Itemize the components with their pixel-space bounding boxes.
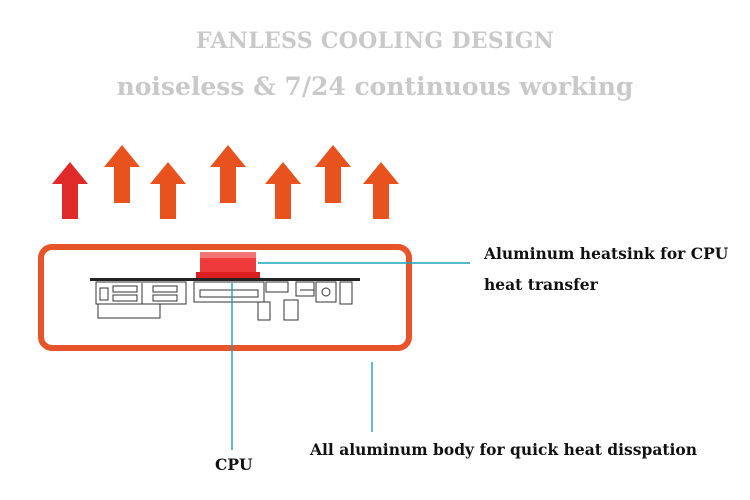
cpu-label: CPU	[215, 455, 253, 474]
heatsink-label: Aluminum heatsink for CPU	[484, 244, 729, 263]
heat-up-arrow-icon	[363, 162, 399, 219]
page-title: FANLESS COOLING DESIGN	[195, 28, 555, 54]
heat-up-arrow-icon	[210, 145, 246, 203]
page-subtitle: noiseless & 7/24 continuous working	[116, 72, 634, 101]
heat-up-arrow-icon	[150, 162, 186, 219]
heat-up-arrow-icon	[265, 162, 301, 219]
heat-up-arrow-icon	[52, 162, 88, 219]
body-label: All aluminum body for quick heat disspat…	[310, 440, 698, 459]
heat-up-arrow-icon	[315, 145, 351, 203]
heatsink-label-line2: heat transfer	[484, 275, 598, 294]
aluminum-enclosure	[38, 244, 412, 351]
motherboard	[90, 278, 360, 321]
heat-arrows	[52, 145, 399, 219]
cpu-heatsink	[196, 252, 260, 278]
leader-lines	[231, 262, 470, 450]
heat-up-arrow-icon	[104, 145, 140, 203]
